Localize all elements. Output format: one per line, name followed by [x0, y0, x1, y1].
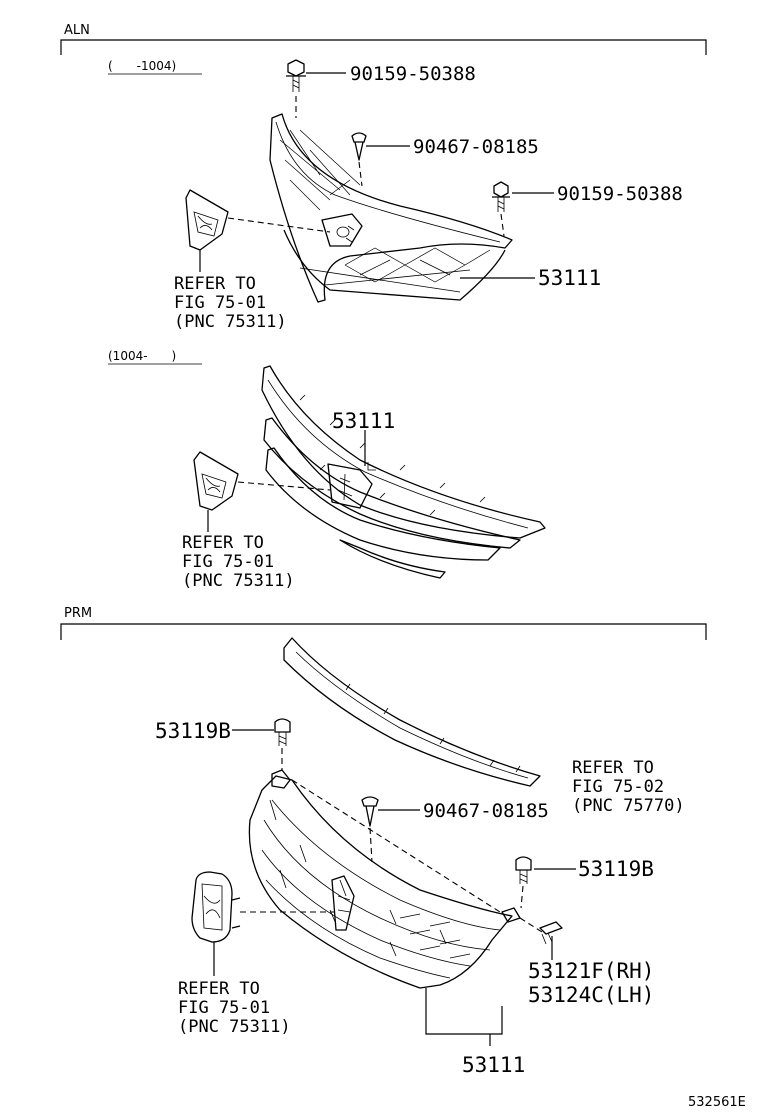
dash-grille-corner — [291, 779, 501, 913]
radiator-grille-early — [269, 113, 513, 303]
part-number-grille-late: 53111 — [332, 409, 395, 433]
bolt-right-icon — [492, 181, 510, 212]
part-number-grille-early: 53111 — [538, 266, 601, 290]
figure-id: 532561E — [688, 1095, 746, 1110]
ref-early-line-2: FIG 75-01 — [174, 293, 266, 313]
section-label-aln: ALN — [64, 23, 90, 38]
part-number-clip: 90467-08185 — [413, 136, 539, 158]
part-number-clip-prm: 90467-08185 — [423, 800, 549, 822]
part-number-bolt-right: 90159-50388 — [557, 183, 683, 205]
clip-icon — [351, 132, 367, 161]
dash-bolt-right — [500, 213, 505, 237]
ref-molding-line-2: FIG 75-02 — [572, 777, 664, 797]
dash-emblem-late — [237, 481, 331, 491]
screw-right-icon — [515, 856, 532, 884]
range-note-late: (1004- ) — [108, 349, 176, 363]
ref-early-line-1: REFER TO — [174, 274, 256, 294]
emblem-early-icon — [185, 189, 229, 251]
ref-late-line-1: REFER TO — [182, 533, 264, 553]
dash-retainer — [519, 917, 543, 933]
dash-clip-prm — [369, 827, 373, 863]
ref-early-line-3: (PNC 75311) — [174, 312, 287, 332]
part-number-screw-left: 53119B — [155, 719, 231, 743]
ref-emblem-prm-line-1: REFER TO — [178, 979, 260, 999]
dash-emblem-early — [227, 217, 331, 233]
screw-left-icon — [274, 718, 291, 746]
clip-prm-icon — [361, 796, 379, 827]
emblem-late-icon — [193, 451, 239, 511]
part-number-bolt-top: 90159-50388 — [350, 63, 476, 85]
section-bracket-aln — [60, 39, 707, 55]
ref-emblem-prm-line-2: FIG 75-01 — [178, 998, 270, 1018]
radiator-grille-late — [261, 365, 546, 579]
dash-screw-right — [520, 885, 524, 909]
ref-molding-line-1: REFER TO — [572, 758, 654, 778]
ref-molding-line-3: (PNC 75770) — [572, 796, 685, 816]
radiator-grille-prm — [248, 769, 521, 989]
ref-late-line-3: (PNC 75311) — [182, 571, 295, 591]
bolt-top-icon — [286, 59, 306, 92]
retainer-icon — [539, 921, 563, 945]
section-label-prm: PRM — [64, 606, 92, 621]
part-number-grille-prm: 53111 — [462, 1053, 525, 1077]
part-number-retainer-rh: 53121F(RH) — [528, 959, 654, 983]
dash-clip — [358, 161, 363, 187]
range-note-early: ( -1004) — [108, 59, 176, 73]
part-number-screw-right: 53119B — [578, 857, 654, 881]
ref-late-line-2: FIG 75-01 — [182, 552, 274, 572]
section-bracket-prm — [60, 623, 707, 640]
emblem-prm-icon — [191, 871, 241, 943]
part-number-retainer-lh: 53124C(LH) — [528, 983, 654, 1007]
ref-emblem-prm-line-3: (PNC 75311) — [178, 1017, 291, 1037]
leader-grille-prm-bracket — [425, 988, 503, 1035]
grille-molding — [283, 637, 541, 787]
